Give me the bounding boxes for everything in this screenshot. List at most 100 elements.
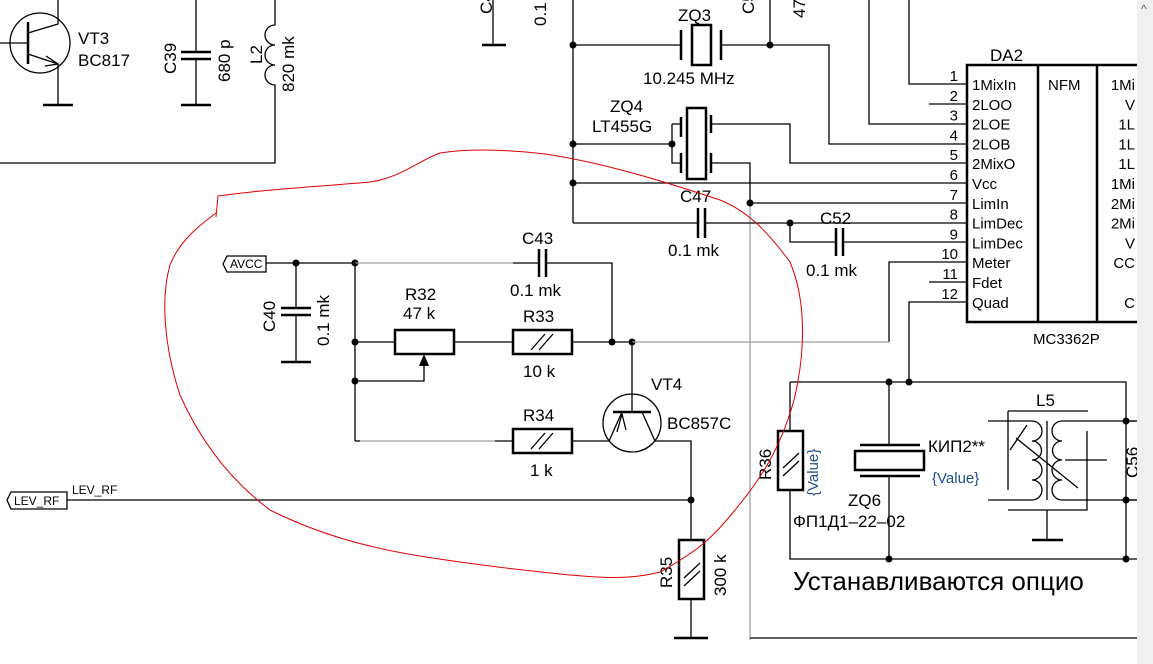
da2-right-pin-name: V [1125,97,1135,114]
da2-pin-number: 6 [950,167,958,184]
zq6-alt-value: {Value} [932,470,979,487]
da2-right-pin-name: 2Mi [1111,216,1135,233]
da2-pin-name: Fdet [972,275,1003,292]
c39-capacitor [181,0,211,107]
r32-ref: R32 [405,285,436,304]
r34-ref: R34 [523,406,554,425]
da2-pin-number: 5 [950,147,958,164]
da2-pin-number: 2 [950,88,958,105]
da2-pin-name: 2MixO [972,156,1015,173]
da2-right-pin-name: 2Mi [1111,196,1135,213]
r32-value: 47 k [403,304,436,323]
zq4-value: LT455G [592,117,652,136]
da2-pin-name: LimDec [972,216,1023,233]
da2-right-pin-name: 1L [1118,156,1135,173]
da2-pin-name: LimDec [972,235,1023,252]
c52-value: 0.1 mk [806,261,858,280]
da2-ref: DA2 [990,46,1023,65]
da2-pin-name: Meter [972,255,1010,272]
da2-right-pin-name: 1Mi [1111,77,1135,94]
c-top2-value: 47 [790,0,809,18]
da2-right-pin-name: V [1125,235,1135,252]
da2-pin-name: 2LOB [972,136,1010,153]
vt4-value: BC857C [667,414,731,433]
l2-ref: L2 [247,45,266,64]
da2-pin-name: 2LOE [972,117,1010,134]
da2-ic [965,63,1137,324]
zq6-filter [853,382,926,559]
c39-value: 680 p [215,39,234,82]
da2-part: MC3362P [1033,331,1100,348]
l2-value: 820 mk [279,36,298,92]
da2-pin-name: 2LOO [972,97,1012,114]
vertical-scrollbar[interactable] [1137,0,1153,664]
da2-pin-name: Vcc [972,176,998,193]
avcc-label: AVCC [230,257,263,271]
r35-ref: R35 [657,557,676,588]
r36-ref: R36 [756,449,775,480]
da2-pin-number: 9 [950,226,958,243]
lev-rf-net-label: LEV_RF [72,483,117,497]
zq6-ref: ZQ6 [848,491,881,510]
r34-value: 1 k [530,461,553,480]
c56-ref: C56 [1123,447,1137,478]
c-top2-ref: C5 [739,0,758,14]
l5-ref: L5 [1036,391,1055,410]
da2-pin-number: 10 [941,246,958,263]
da2-right-pin-name: CC [1113,255,1135,272]
da2-pin-name: Quad [972,295,1009,312]
c40-ref: C40 [260,301,279,332]
zq6-alt: КИП2** [928,437,985,456]
da2-right-pin-name: 1Mi [1111,176,1135,193]
c-top-value: 0.1 [531,2,550,26]
vt4-transistor [602,342,692,540]
da2-pin-name: LimIn [972,196,1009,213]
c47-value: 0.1 mk [668,241,720,260]
lev-rf-tag-label: LEV_RF [14,494,59,508]
da2-pin-number: 8 [950,207,958,224]
vt3-ref: VT3 [78,29,109,48]
da2-pin-number: 12 [941,286,958,303]
scroll-up-arrow-icon[interactable]: ^ [1141,2,1147,16]
c43-value: 0.1 mk [510,281,562,300]
r35-resistor [674,538,708,640]
r33-value: 10 k [523,362,556,381]
vt3-transistor [0,0,73,107]
vt4-ref: VT4 [651,375,682,394]
r33-ref: R33 [523,307,554,326]
da2-right-pin-name: 1L [1118,136,1135,153]
c43-ref: C43 [522,229,553,248]
lev-rf-tag [6,491,691,510]
da2-pin-number: 1 [950,68,958,85]
zq6-value: ФП1Д1–22–02 [793,512,905,531]
l5-transformer [988,410,1137,542]
red-annotation-loop [164,149,803,578]
da2-section: NFM [1048,77,1081,94]
r36-resistor [776,429,805,492]
da2-right-pin-name: 1L [1118,117,1135,134]
da2-pin-name: 1MixIn [972,77,1016,94]
vt3-value: BC817 [78,51,130,70]
optional-note: Устанавливаются опцио [793,566,1084,596]
da2-pin-number: 3 [950,108,958,125]
da2-pin-number: 11 [942,266,958,283]
c-top-ref: C4 [477,0,496,14]
c40-value: 0.1 mk [314,294,333,346]
r35-value: 300 k [711,554,730,596]
r33-resistor [511,328,574,356]
r32-potentiometer [355,328,456,382]
zq4-ref: ZQ4 [610,97,643,116]
zq4-filter [573,106,967,640]
c52-ref: C52 [820,209,851,228]
r36-value: {Value} [805,449,822,496]
l2-inductor [0,0,276,164]
da2-pin-number: 7 [950,187,958,204]
c40-capacitor [281,263,311,364]
da2-pin-number: 4 [950,127,958,144]
da2-right-pin-name: C [1124,295,1135,312]
c47-ref: C47 [680,187,711,206]
r34-resistor [511,427,574,455]
zq3-value: 10.245 MHz [643,69,735,88]
